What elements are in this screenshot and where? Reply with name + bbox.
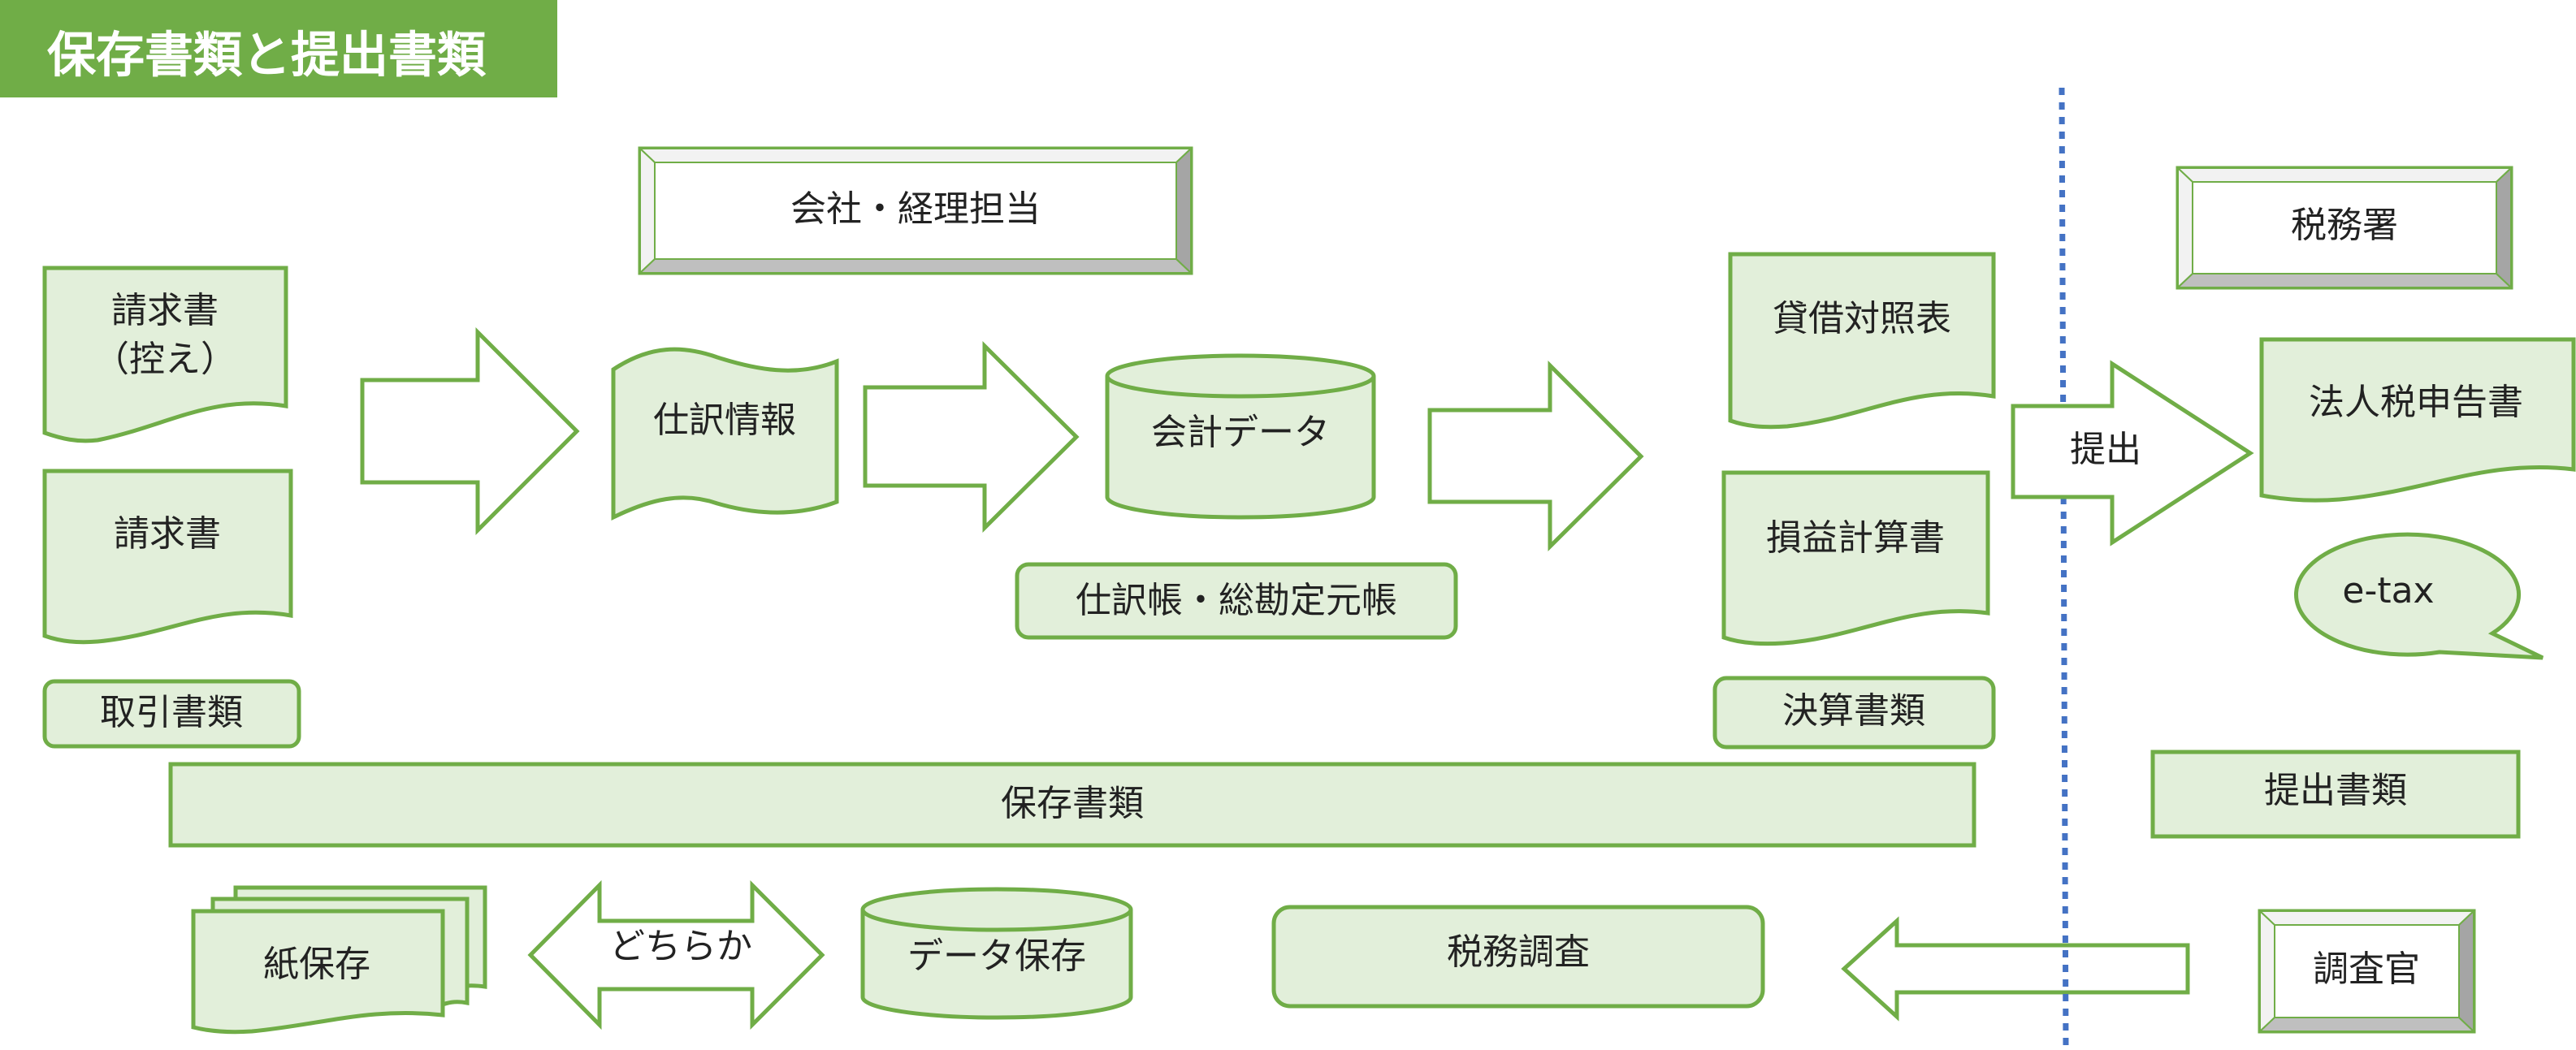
- inspector-bevel-box: 調査官: [2258, 909, 2476, 1034]
- paper-storage-multidoc: 紙保存: [191, 885, 487, 1035]
- balance-sheet-label: 貸借対照表: [1773, 298, 1951, 339]
- arrow-right-3: [1427, 360, 1644, 551]
- tax-audit-label: 税務調査: [1447, 931, 1590, 973]
- etax-bubble: e-tax: [2294, 532, 2544, 660]
- invoice-copy-document: 請求書 （控え）: [42, 266, 288, 443]
- paper-storage-label: 紙保存: [263, 944, 370, 985]
- invoice-label: 請求書: [114, 513, 221, 555]
- arrow-right-2: [863, 341, 1080, 533]
- journal-info-tape: 仕訳情報: [611, 347, 839, 521]
- company-bevel-box: 会社・経理担当: [638, 146, 1193, 275]
- data-storage-label: データ保存: [907, 935, 1086, 977]
- balance-sheet-document: 貸借対照表: [1728, 252, 1996, 430]
- financial-docs-box: 決算書類: [1712, 676, 1996, 750]
- income-statement-label: 損益計算書: [1766, 517, 1945, 559]
- submit-arrow: 提出: [2011, 360, 2254, 547]
- accounting-data-label: 会計データ: [1151, 412, 1330, 453]
- submitted-docs-label: 提出書類: [2264, 770, 2407, 811]
- submitted-docs-box: 提出書類: [2150, 750, 2521, 839]
- corporate-tax-return-document: 法人税申告書: [2259, 337, 2576, 503]
- title-banner: 保存書類と提出書類: [0, 0, 557, 97]
- page-title: 保存書類と提出書類: [47, 28, 487, 84]
- etax-label: e-tax: [2342, 570, 2434, 611]
- invoice-copy-label-1: 請求書: [111, 290, 219, 331]
- invoice-document: 請求書: [42, 469, 293, 645]
- financial-docs-label: 決算書類: [1782, 690, 1925, 732]
- divider-dotted-line: [2059, 87, 2069, 1050]
- tax-office-bevel-box: 税務署: [2176, 166, 2513, 290]
- arrow-right-1: [360, 326, 580, 536]
- tax-office-label: 税務署: [2291, 205, 2398, 246]
- stored-docs-bar: 保存書類: [168, 762, 1976, 848]
- transaction-docs-box: 取引書類: [42, 679, 301, 749]
- journal-info-label: 仕訳情報: [653, 400, 796, 441]
- either-double-arrow: どちらか: [527, 879, 825, 1031]
- ledgers-box: 仕訳帳・総勘定元帳: [1015, 562, 1458, 640]
- data-storage-cylinder: データ保存: [860, 887, 1133, 1020]
- income-statement-document: 損益計算書: [1721, 470, 1990, 646]
- corporate-tax-return-label: 法人税申告書: [2309, 382, 2523, 423]
- transaction-docs-label: 取引書類: [100, 692, 243, 733]
- accounting-data-cylinder: 会計データ: [1105, 353, 1376, 520]
- arrow-left-inspector: [1841, 916, 2190, 1022]
- ledgers-label: 仕訳帳・総勘定元帳: [1076, 580, 1397, 621]
- stored-docs-label: 保存書類: [1001, 783, 1144, 824]
- submit-label: 提出: [2070, 429, 2141, 470]
- invoice-copy-label-2: （控え）: [93, 339, 236, 380]
- either-label: どちらか: [609, 926, 752, 967]
- company-label: 会社・経理担当: [790, 188, 1041, 230]
- tax-audit-box: 税務調査: [1271, 905, 1765, 1009]
- inspector-label: 調査官: [2313, 948, 2420, 990]
